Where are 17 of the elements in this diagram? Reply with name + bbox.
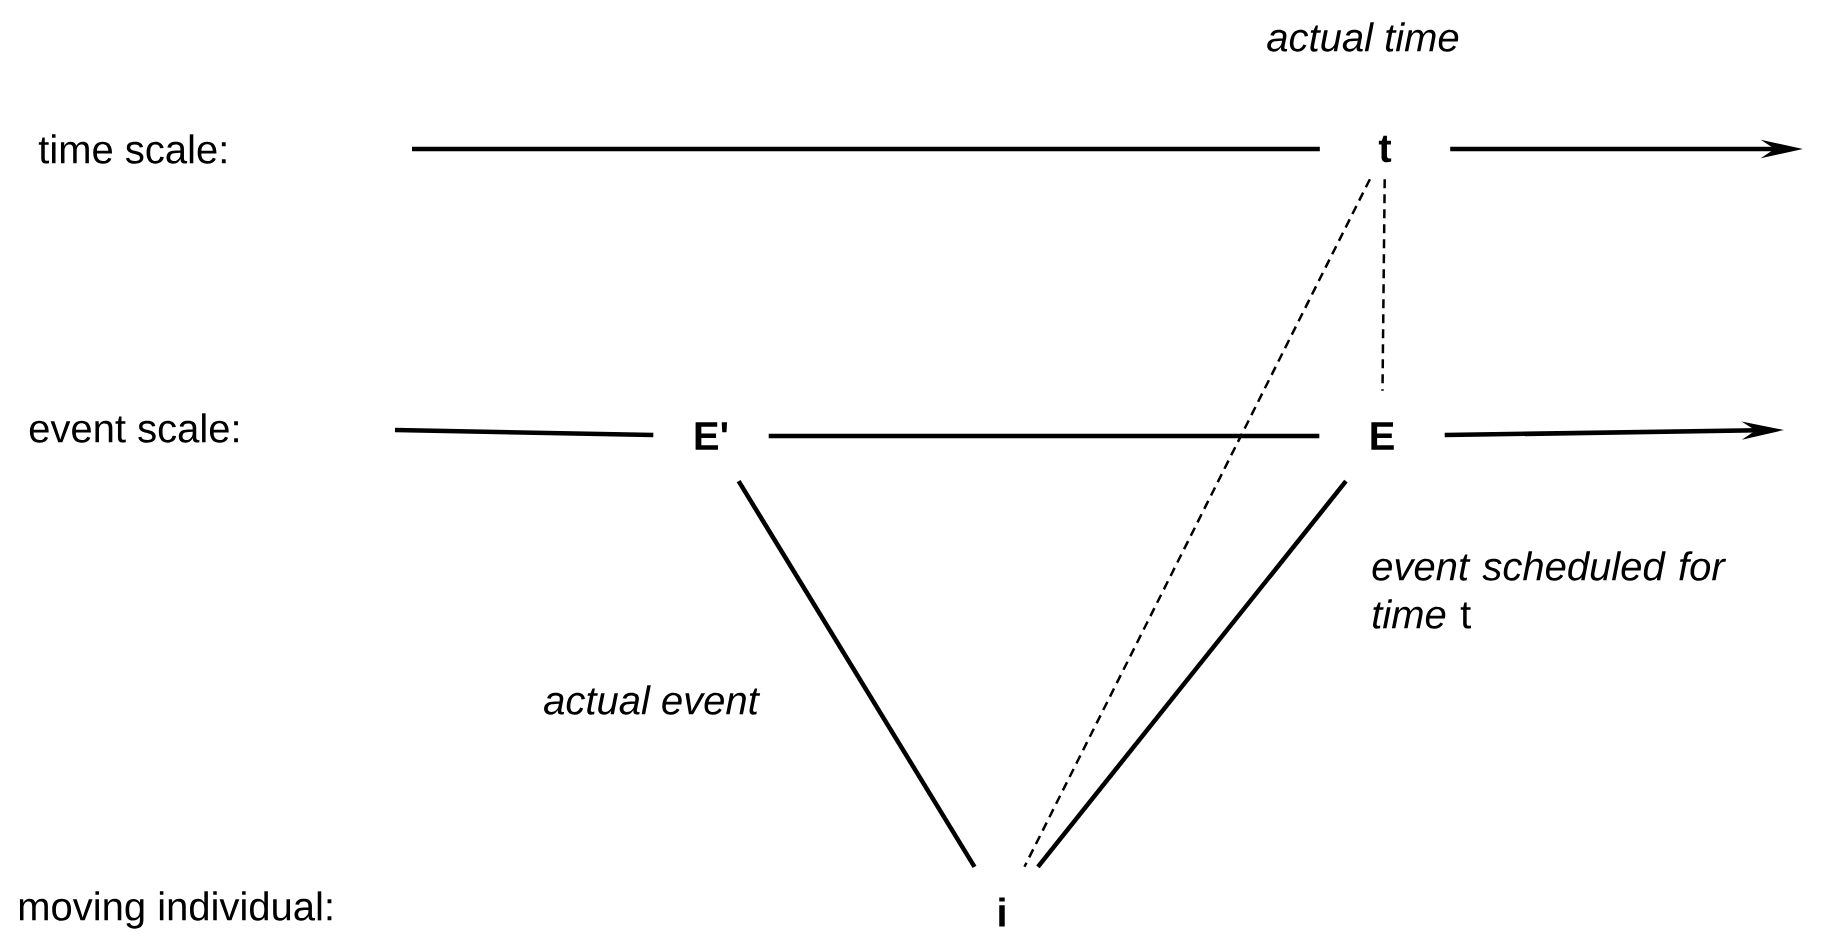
line	[394, 427, 654, 438]
point-label: E'	[695, 422, 728, 450]
line	[736, 480, 977, 868]
line	[1023, 178, 1371, 868]
line	[1036, 479, 1348, 869]
line	[412, 146, 1320, 152]
point-label: E	[1371, 422, 1394, 450]
scale-label: moving individual:	[19, 891, 332, 929]
edge-label: event scheduled for time t	[1368, 548, 1735, 632]
scale-label: time scale:	[38, 134, 226, 164]
point-label: i	[999, 897, 1005, 927]
annotation: actual time	[1267, 22, 1459, 52]
scale-label: event scale:	[29, 413, 238, 443]
line	[768, 433, 1320, 439]
edge-label: actual event	[540, 682, 762, 718]
point-label: t	[1378, 135, 1392, 163]
line	[1381, 179, 1386, 391]
